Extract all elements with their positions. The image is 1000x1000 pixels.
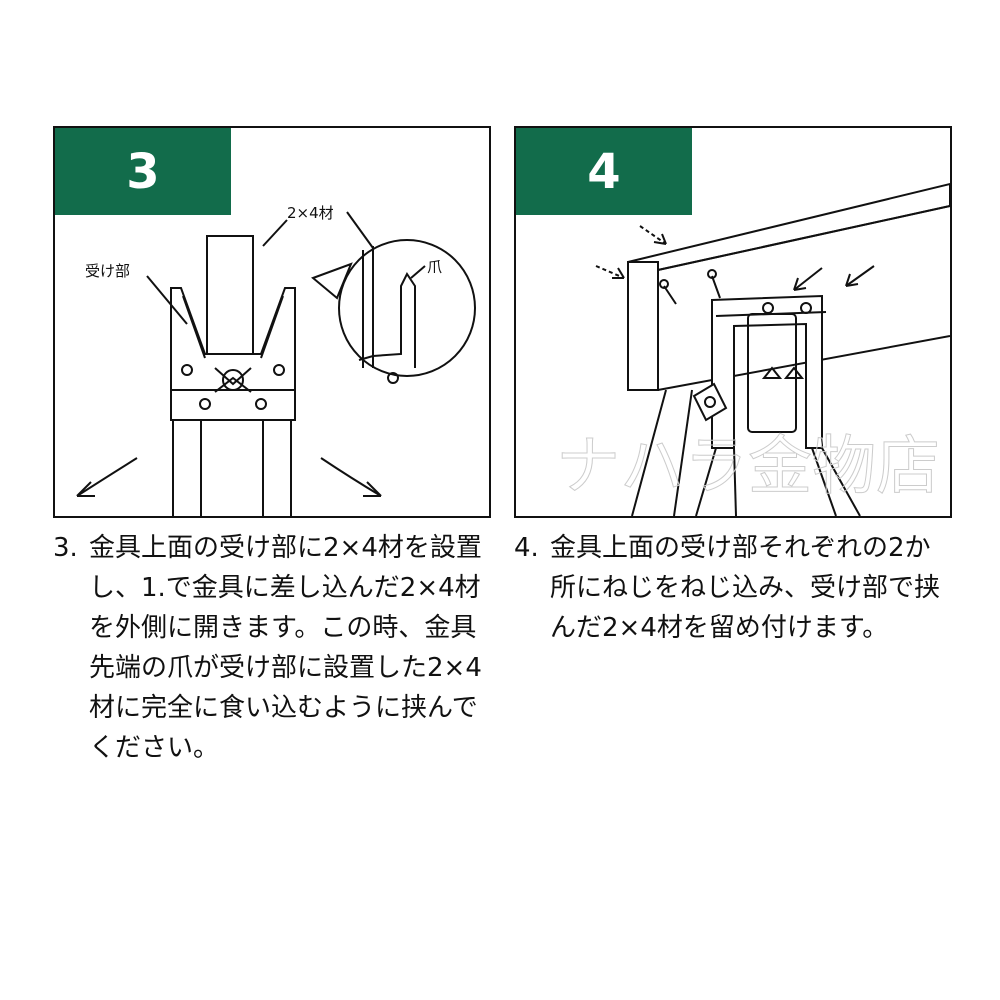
step-4-drawing: ナハラ金物店 — [556, 182, 950, 516]
label-receiver: 受け部 — [85, 262, 131, 280]
watermark: ナハラ金物店 — [556, 430, 940, 504]
step-4-text: 金具上面の受け部それぞれの2か所にねじをねじ込み、受け部で挟んだ2×4材を留め付… — [550, 533, 941, 643]
step-3-number: 3. — [53, 533, 78, 563]
step-3-drawing — [76, 211, 476, 516]
label-lumber: 2×4材 — [287, 204, 334, 222]
step-4-number: 4. — [514, 533, 539, 563]
step-4-illustration: 4 — [514, 126, 952, 518]
step-3-illustration: 3 — [53, 126, 491, 518]
step-3-badge: 3 — [55, 128, 231, 215]
step-4-badge: 4 — [516, 128, 692, 215]
label-claw: 爪 — [427, 258, 443, 276]
step-3-text: 金具上面の受け部に2×4材を設置し、1.で金具に差し込んだ2×4材を外側に開きま… — [89, 533, 482, 763]
